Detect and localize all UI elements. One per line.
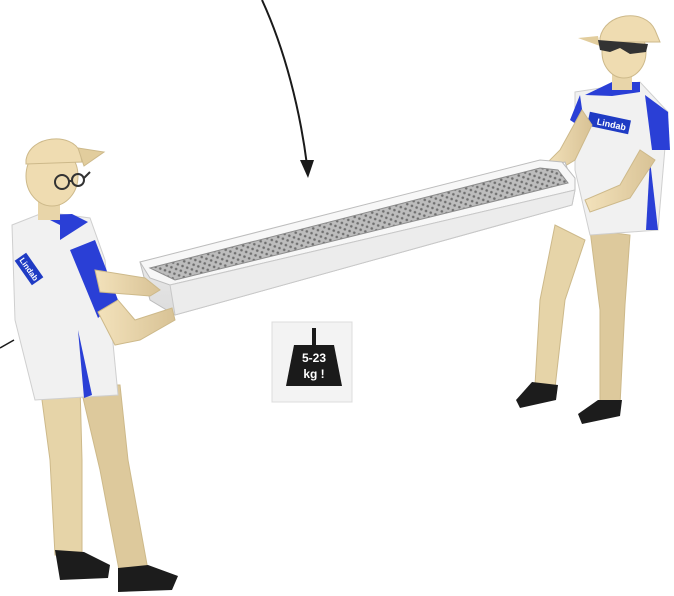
weight-label-unit: kg !: [303, 367, 324, 381]
worker-left: Lindab: [12, 139, 178, 592]
shoe-icon: [55, 550, 110, 580]
ceiling-unit: [140, 160, 575, 315]
shoe-icon: [118, 565, 178, 592]
worker-right: Lindab: [516, 16, 670, 424]
weight-label-range: 5-23: [302, 351, 326, 365]
shoe-icon: [578, 400, 622, 424]
shoe-icon: [516, 382, 558, 408]
leader-line: [0, 340, 14, 348]
pointer-arrow: [262, 0, 314, 178]
weight-warning-sign: 5-23 kg !: [272, 322, 352, 402]
